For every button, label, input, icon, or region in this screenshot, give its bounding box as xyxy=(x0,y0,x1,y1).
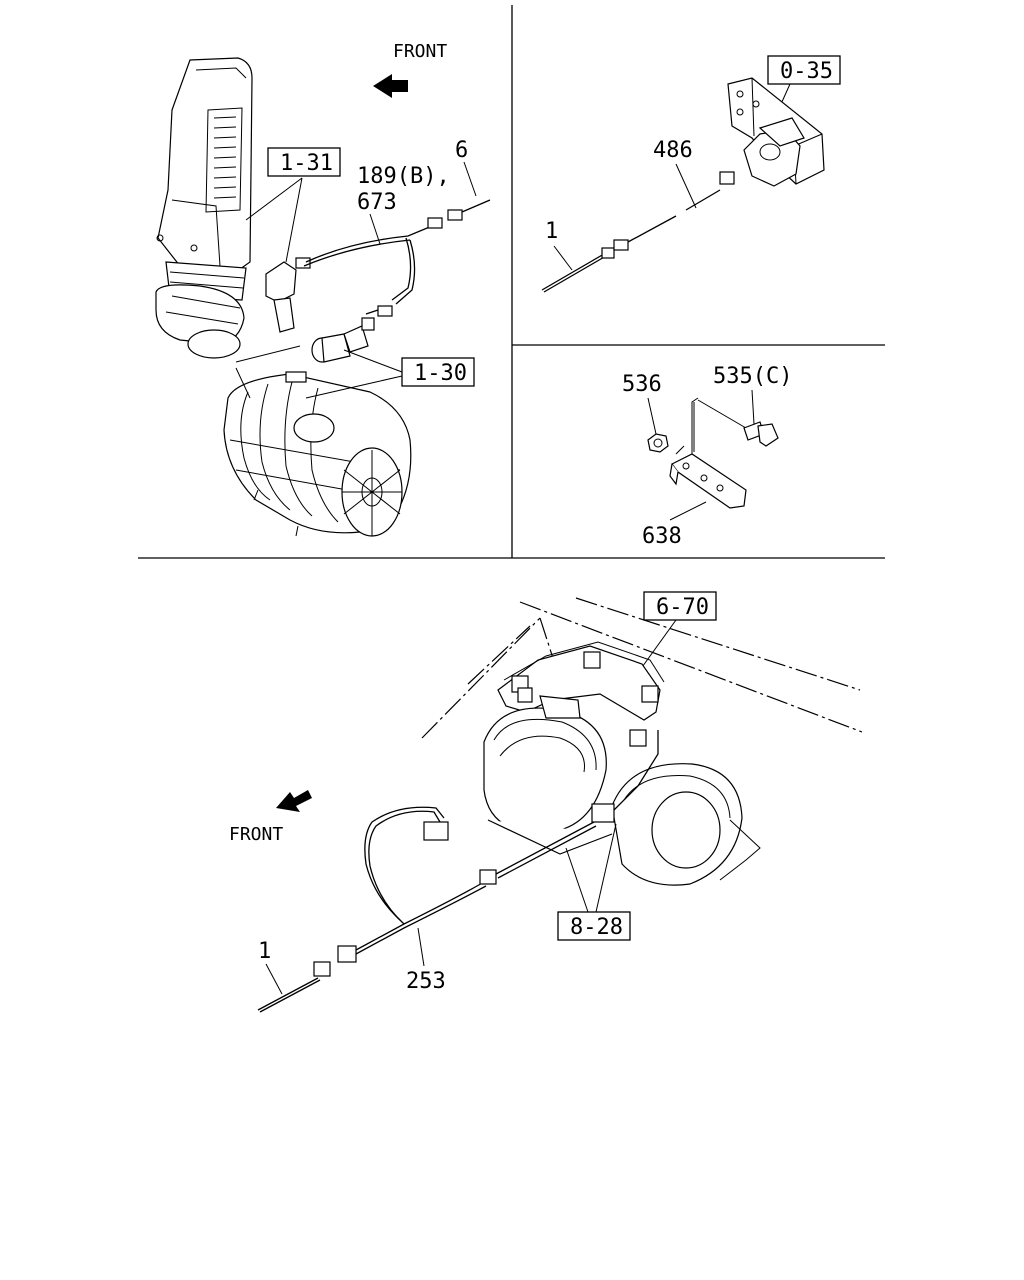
panel-dividers xyxy=(138,5,885,559)
labels-middle-right: 536 535(C) 638 xyxy=(622,364,792,549)
front-arrow-bottom: FRONT xyxy=(229,790,312,845)
air-cleaner-housing xyxy=(223,371,412,537)
bracket-assembly xyxy=(647,397,779,509)
part-number-253: 253 xyxy=(406,969,446,994)
intake-pipes xyxy=(483,695,761,886)
intake-temp-sensor xyxy=(311,317,375,363)
air-intake-duct xyxy=(155,57,253,359)
callout-0-35: 0-35 xyxy=(767,55,841,125)
callout-1-31-text: 1-31 xyxy=(280,151,333,176)
callout-8-28: 8-28 xyxy=(557,823,631,941)
labels-bottom: 1 253 xyxy=(258,927,446,995)
harness-top-left xyxy=(303,199,491,317)
labels-top-left: 6 189(B), 673 xyxy=(357,138,477,245)
part-number-673: 673 xyxy=(357,190,397,215)
part-number-486: 486 xyxy=(653,138,693,163)
callout-1-30-text: 1-30 xyxy=(414,361,467,386)
part-number-1-top: 1 xyxy=(545,219,558,244)
callout-8-28-text: 8-28 xyxy=(570,915,623,940)
part-number-1-bottom: 1 xyxy=(258,939,271,964)
callout-1-31: 1-31 xyxy=(245,147,341,263)
part-number-536: 536 xyxy=(622,372,662,397)
front-label-top: FRONT xyxy=(393,41,447,62)
harness-top-right xyxy=(541,189,721,293)
part-number-189b: 189(B), xyxy=(357,164,450,189)
throttle-body-bracket xyxy=(497,641,665,747)
front-label-bottom: FRONT xyxy=(229,824,283,845)
front-arrow-top: FRONT xyxy=(373,41,447,98)
callout-1-30: 1-30 xyxy=(235,345,475,399)
part-number-535c: 535(C) xyxy=(713,364,792,389)
callout-0-35-text: 0-35 xyxy=(780,59,833,84)
callout-6-70-text: 6-70 xyxy=(656,595,709,620)
labels-top-right: 486 1 xyxy=(545,138,697,271)
part-number-638: 638 xyxy=(642,524,682,549)
airflow-sensor xyxy=(265,257,311,333)
mounting-bracket-sensor xyxy=(719,77,825,187)
callout-6-70: 6-70 xyxy=(639,591,717,671)
harness-bottom xyxy=(257,730,659,1013)
part-number-6: 6 xyxy=(455,138,468,163)
